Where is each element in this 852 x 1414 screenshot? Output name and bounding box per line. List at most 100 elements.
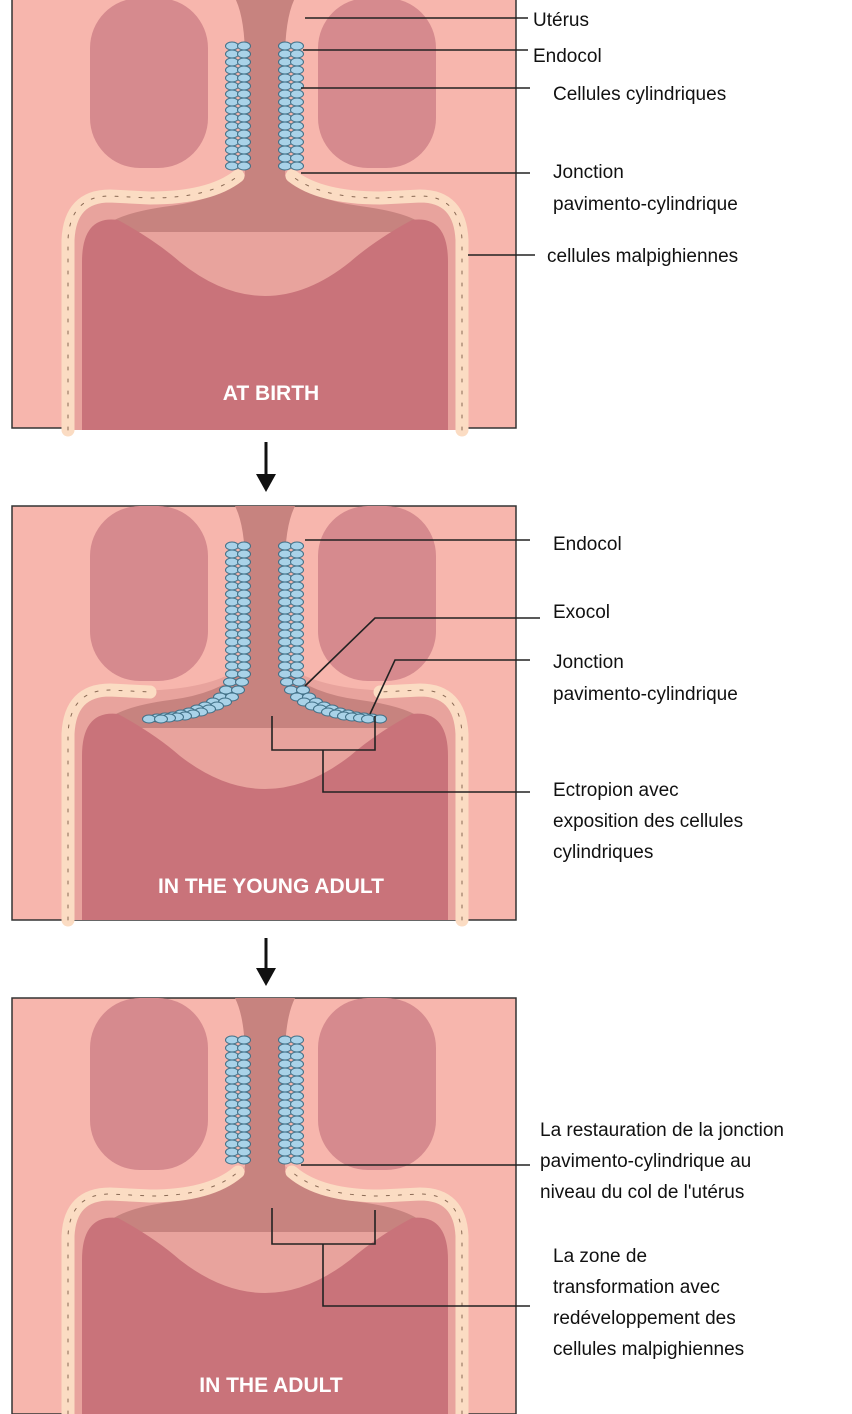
columnar-cell (226, 1148, 239, 1156)
columnar-cell (226, 1092, 239, 1100)
columnar-cell (226, 138, 239, 146)
columnar-cell (279, 58, 292, 66)
columnar-cell (226, 146, 239, 154)
columnar-cell (291, 590, 304, 598)
columnar-cell (238, 1092, 251, 1100)
columnar-cell (291, 662, 304, 670)
columnar-cell (226, 574, 239, 582)
panel-title: IN THE YOUNG ADULT (158, 875, 384, 898)
columnar-cell (238, 598, 251, 606)
columnar-cell (291, 622, 304, 630)
columnar-cell (291, 566, 304, 574)
columnar-cell (291, 74, 304, 82)
columnar-cell (291, 574, 304, 582)
columnar-cell (291, 130, 304, 138)
columnar-cell (279, 1132, 292, 1140)
columnar-cell (291, 646, 304, 654)
columnar-cell (226, 558, 239, 566)
columnar-cell (279, 1052, 292, 1060)
columnar-cell (226, 58, 239, 66)
columnar-cell (291, 50, 304, 58)
columnar-cell (238, 1044, 251, 1052)
columnar-cell (281, 678, 294, 686)
label-junction-line1: Jonction (553, 162, 624, 183)
columnar-cell (238, 638, 251, 646)
columnar-cell (279, 542, 292, 550)
columnar-cell (226, 622, 239, 630)
columnar-cell (226, 1124, 239, 1132)
columnar-cell (238, 1132, 251, 1140)
columnar-cell (238, 662, 251, 670)
label-ectropion-line3: cylindriques (553, 842, 653, 863)
columnar-cell (238, 622, 251, 630)
columnar-cell (226, 542, 239, 550)
columnar-cell (291, 614, 304, 622)
uterine-wall-left (90, 0, 208, 168)
label-transformation-line2: transformation avec (553, 1277, 720, 1298)
columnar-cell (291, 122, 304, 130)
columnar-cell (279, 566, 292, 574)
label-uterus: Utérus (533, 10, 589, 31)
label-transformation-line1: La zone de (553, 1246, 647, 1267)
columnar-cell (226, 590, 239, 598)
columnar-cell (226, 114, 239, 122)
columnar-cell (226, 42, 239, 50)
columnar-cell (279, 162, 292, 170)
columnar-cell (291, 1140, 304, 1148)
panel-title: IN THE ADULT (199, 1374, 343, 1397)
uterine-wall-left (90, 506, 208, 681)
columnar-cell (291, 162, 304, 170)
columnar-cell (226, 1140, 239, 1148)
columnar-cell (291, 114, 304, 122)
columnar-cell (238, 1068, 251, 1076)
columnar-cell (291, 106, 304, 114)
label-endocol: Endocol (553, 534, 622, 555)
columnar-cell (291, 1116, 304, 1124)
label-junction-line2: pavimento-cylindrique (553, 684, 738, 705)
columnar-cell (226, 1108, 239, 1116)
columnar-cell (238, 582, 251, 590)
columnar-cell (226, 638, 239, 646)
columnar-cell (238, 606, 251, 614)
label-ectropion-line1: Ectropion avec (553, 780, 679, 801)
columnar-cell (291, 90, 304, 98)
columnar-cell (291, 1108, 304, 1116)
columnar-cell (238, 114, 251, 122)
uterine-wall-right (318, 506, 436, 681)
label-restoration-line2: pavimento-cylindrique au (540, 1151, 751, 1172)
columnar-cell (279, 1044, 292, 1052)
columnar-cell (226, 654, 239, 662)
panel-adult: IN THE ADULT La restauration de la jonct… (12, 998, 784, 1414)
columnar-cell (291, 82, 304, 90)
columnar-cell (155, 715, 168, 723)
columnar-cell (279, 66, 292, 74)
columnar-cell (226, 614, 239, 622)
columnar-cell (238, 58, 251, 66)
columnar-cell (226, 154, 239, 162)
columnar-cell (238, 42, 251, 50)
columnar-cell (279, 606, 292, 614)
columnar-cell (226, 662, 239, 670)
columnar-cell (238, 1076, 251, 1084)
columnar-cell (279, 590, 292, 598)
columnar-cell (279, 614, 292, 622)
columnar-cell (238, 66, 251, 74)
columnar-cell (238, 106, 251, 114)
label-transformation-line3: redéveloppement des (553, 1308, 736, 1329)
columnar-cell (279, 122, 292, 130)
uterine-wall-right (318, 0, 436, 168)
columnar-cell (279, 630, 292, 638)
columnar-cell (226, 670, 239, 678)
columnar-cell (279, 1068, 292, 1076)
columnar-cell (226, 646, 239, 654)
columnar-cell (291, 1156, 304, 1164)
columnar-cell (226, 550, 239, 558)
panel-young-adult: IN THE YOUNG ADULT Endocol Exocol Joncti… (12, 506, 743, 920)
columnar-cell (291, 1060, 304, 1068)
label-columnar-cells: Cellules cylindriques (553, 84, 726, 105)
columnar-cell (291, 1044, 304, 1052)
columnar-cell (226, 66, 239, 74)
columnar-cell (238, 146, 251, 154)
columnar-cell (226, 566, 239, 574)
